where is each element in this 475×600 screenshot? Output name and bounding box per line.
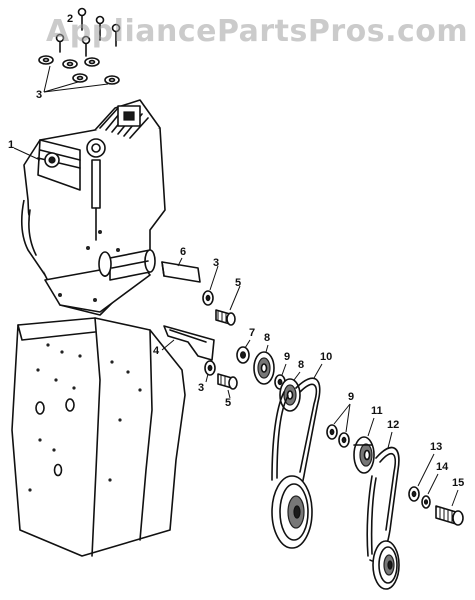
frame-holes [28, 343, 142, 492]
callout-5-upper: 5 [235, 277, 242, 289]
callout-3-lower: 3 [198, 382, 205, 394]
lockwasher-part-14 [421, 495, 431, 509]
engine [20, 99, 166, 316]
callout-11: 11 [371, 405, 383, 417]
pulley-part-8-upper [253, 351, 275, 385]
leader-line-12 [387, 431, 393, 449]
spacer-part-7 [236, 346, 250, 364]
leader-lines-9b [333, 403, 351, 433]
leader-line-5-lower [227, 389, 231, 399]
callout-5-lower: 5 [225, 397, 232, 409]
driven-pulley-small [372, 540, 400, 590]
leader-lines-3 [43, 65, 109, 93]
leader-line-10 [313, 363, 323, 379]
callout-8-upper: 8 [264, 332, 271, 344]
washer-part-9-right-a [326, 424, 338, 440]
callout-1: 1 [8, 139, 15, 151]
belt-part-12 [366, 446, 400, 562]
callout-2: 2 [67, 13, 74, 25]
bracket-part-4 [163, 325, 215, 361]
leader-line-6 [177, 257, 183, 267]
washer-group-top [38, 55, 120, 85]
callout-3-upper: 3 [213, 257, 220, 269]
drive-pulley-large [271, 475, 313, 549]
callout-4: 4 [153, 345, 160, 357]
leader-line-8b [293, 371, 301, 381]
washer-part-3-lower [204, 360, 216, 376]
key-part-6 [161, 261, 201, 283]
leader-line-5-upper [229, 285, 241, 311]
callout-10: 10 [320, 351, 333, 363]
callout-13: 13 [430, 441, 443, 453]
leader-line-13 [417, 453, 435, 487]
washer-part-3-upper [202, 290, 214, 306]
leader-line-7 [244, 339, 251, 349]
pulley-part-11 [353, 436, 375, 474]
callout-3-top: 3 [36, 89, 43, 101]
washer-part-9-right-b [338, 432, 350, 448]
leader-line-3-lower [205, 373, 209, 383]
leader-line-14 [427, 473, 439, 495]
callout-6: 6 [180, 246, 187, 258]
callout-8-lower: 8 [298, 359, 305, 371]
washer-part-13 [408, 486, 420, 502]
callout-7: 7 [249, 327, 256, 339]
site-watermark: AppliancePartsPros.com [46, 14, 469, 49]
leader-line-9a [281, 363, 287, 376]
leader-line-4 [161, 339, 175, 351]
callout-15: 15 [452, 477, 465, 489]
screw-group-top [55, 7, 121, 57]
leader-line-11 [367, 417, 375, 437]
leader-line-1 [13, 147, 41, 161]
frame-housing [11, 317, 186, 557]
bolt-part-15 [435, 505, 464, 526]
callout-9-upper: 9 [284, 351, 291, 363]
leader-line-15 [451, 489, 459, 507]
callout-9-right: 9 [348, 391, 355, 403]
callout-12: 12 [387, 419, 400, 431]
leader-line-8a [265, 344, 269, 353]
bolt-part-5-lower [217, 373, 238, 390]
callout-14: 14 [436, 461, 449, 473]
bolt-part-5-upper [215, 309, 236, 326]
leader-line-3-upper [209, 265, 219, 291]
